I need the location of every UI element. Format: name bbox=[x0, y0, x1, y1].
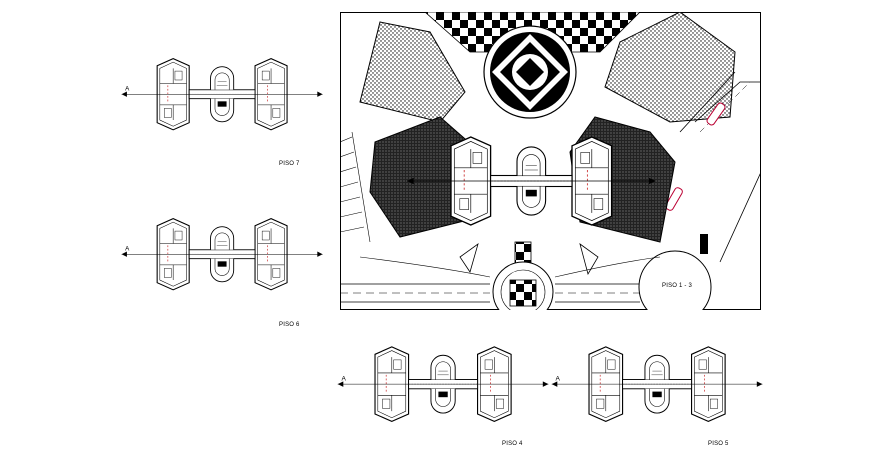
garden-left bbox=[359, 21, 466, 123]
label-piso-7: PISO 7 bbox=[279, 161, 300, 167]
label-piso-6: PISO 6 bbox=[279, 322, 300, 328]
axis-marker: A bbox=[125, 86, 130, 93]
roundabout bbox=[638, 250, 712, 310]
garden-right bbox=[604, 12, 736, 123]
floor-plan-piso-4: A bbox=[334, 338, 554, 434]
site-plan bbox=[340, 12, 761, 310]
car-icon bbox=[706, 102, 726, 126]
axis-marker: A bbox=[555, 375, 560, 382]
floor-plan-piso-7: A bbox=[118, 48, 328, 144]
central-rosette bbox=[483, 25, 577, 119]
fountain bbox=[509, 279, 537, 307]
label-piso-4: PISO 4 bbox=[502, 441, 523, 447]
floor-plan-piso-5: A bbox=[548, 338, 768, 434]
axis-marker: A bbox=[341, 375, 346, 382]
axis-marker: A bbox=[125, 246, 130, 253]
label-piso-5: PISO 5 bbox=[708, 441, 729, 447]
car-icon bbox=[665, 187, 683, 211]
floor-plan-piso-6: A bbox=[118, 208, 328, 304]
label-piso-1-3: PISO 1 - 3 bbox=[662, 283, 693, 289]
